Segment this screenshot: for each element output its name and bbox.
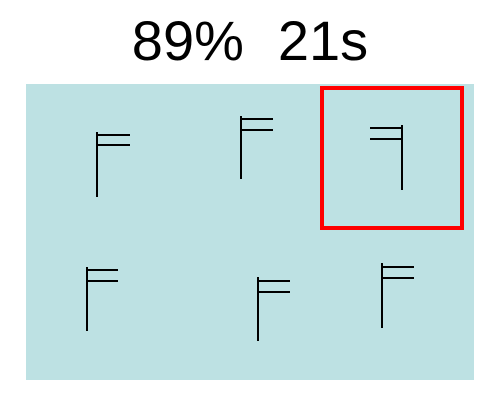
board-tile-6[interactable] (320, 234, 464, 378)
board-tile-4[interactable] (26, 234, 170, 378)
flag-icon (240, 116, 273, 179)
flag-icon (381, 263, 414, 328)
board-tile-1[interactable] (26, 84, 170, 228)
flag-icon (257, 277, 290, 341)
board-tile-3[interactable] (320, 86, 464, 230)
flag-icon (96, 132, 130, 197)
flag-icon (86, 267, 118, 331)
hud: 89% 21s (0, 0, 500, 82)
board-tile-5[interactable] (176, 234, 320, 378)
timer-readout: 21s (277, 9, 369, 72)
game-board (26, 84, 474, 380)
board-tile-2[interactable] (176, 84, 320, 228)
flag-icon (370, 125, 403, 190)
accuracy-readout: 89% (131, 9, 244, 72)
